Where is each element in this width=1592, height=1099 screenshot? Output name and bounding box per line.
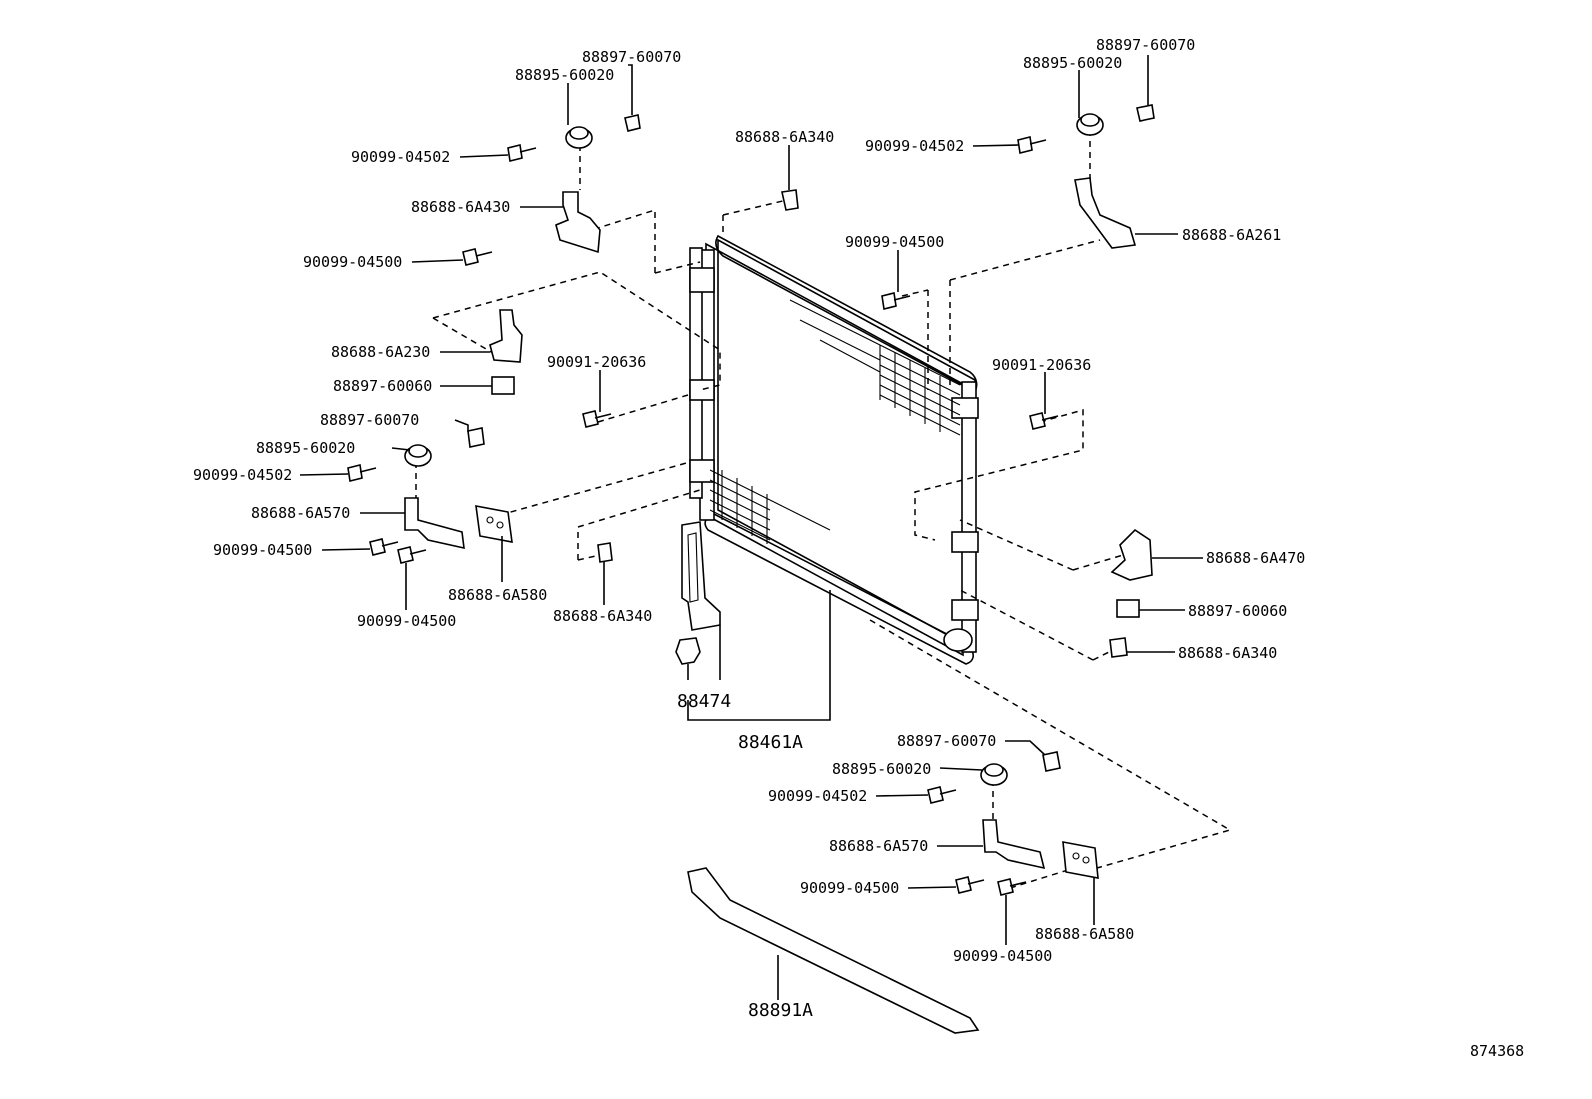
label-88688-6A470[interactable]: 88688-6A470 — [1206, 549, 1305, 567]
bracket-icon — [1110, 528, 1153, 581]
label-90091-20636-r[interactable]: 90091-20636 — [992, 356, 1091, 374]
bolt-icon — [462, 248, 493, 266]
label-88688-6A580-l[interactable]: 88688-6A580 — [448, 586, 547, 604]
part-labels: 88897-60070 88895-60020 90099-04502 8868… — [193, 36, 1524, 1060]
bracket-icon — [982, 819, 1046, 870]
label-88688-6A261[interactable]: 88688-6A261 — [1182, 226, 1281, 244]
label-90099-04502-tr[interactable]: 90099-04502 — [865, 137, 964, 155]
lower-seal-icon — [687, 867, 980, 1034]
label-90099-04502-tl[interactable]: 90099-04502 — [351, 148, 450, 166]
bolt-icon — [955, 876, 985, 894]
label-90099-04502-b[interactable]: 90099-04502 — [768, 787, 867, 805]
condenser-left-receiver — [689, 247, 703, 499]
label-88891A[interactable]: 88891A — [748, 1000, 813, 1021]
clip-icon — [467, 427, 485, 448]
bolt-icon — [397, 546, 427, 564]
condenser-right-lug-top — [951, 397, 979, 419]
bolt-icon — [881, 292, 911, 310]
label-88897-60060-r[interactable]: 88897-60060 — [1188, 602, 1287, 620]
label-88688-6A570-l[interactable]: 88688-6A570 — [251, 504, 350, 522]
label-90091-20636-l[interactable]: 90091-20636 — [547, 353, 646, 371]
bolt-icon — [582, 410, 612, 428]
label-90099-04500-ml[interactable]: 90099-04500 — [213, 541, 312, 559]
bolt-icon — [927, 786, 957, 804]
seal-icon — [675, 521, 721, 665]
label-88897-60070-tr[interactable]: 88897-60070 — [1096, 36, 1195, 54]
bracket-icon — [555, 191, 601, 254]
bolt-icon — [1029, 412, 1059, 430]
label-88897-60070-ml[interactable]: 88897-60070 — [320, 411, 419, 429]
label-90099-04500-b[interactable]: 90099-04500 — [800, 879, 899, 897]
cushion-icon — [565, 126, 593, 149]
label-88688-6A580-b[interactable]: 88688-6A580 — [1035, 925, 1134, 943]
condenser-left-lug-top — [689, 267, 715, 293]
clip-icon — [624, 114, 641, 132]
bolt-icon — [369, 538, 399, 556]
label-88688-6A430[interactable]: 88688-6A430 — [411, 198, 510, 216]
assembly-guide-lines — [415, 130, 1232, 889]
label-88895-60020-tl[interactable]: 88895-60020 — [515, 66, 614, 84]
bracket-icon — [489, 309, 523, 363]
clip-icon — [1136, 104, 1155, 122]
stopper-icon — [1116, 599, 1140, 618]
label-88897-60070-tl[interactable]: 88897-60070 — [582, 48, 681, 66]
clip-icon — [1042, 751, 1061, 772]
bolt-icon — [507, 144, 537, 162]
condenser-assembly — [689, 234, 979, 665]
cushion-icon — [980, 763, 1008, 786]
condenser-left-lug-mid — [689, 379, 715, 401]
label-88688-6A340-top[interactable]: 88688-6A340 — [735, 128, 834, 146]
bracket-icon — [1074, 177, 1137, 249]
condenser-right-lug-mid — [951, 531, 979, 553]
label-90099-04500-b2[interactable]: 90099-04500 — [953, 947, 1052, 965]
label-90099-04500-mid[interactable]: 90099-04500 — [845, 233, 944, 251]
plate-icon — [475, 505, 513, 543]
condenser-left-lug-low — [689, 459, 715, 483]
diagram-id: 874368 — [1470, 1042, 1524, 1060]
label-88897-60070-b[interactable]: 88897-60070 — [897, 732, 996, 750]
condenser-bottom-boss — [943, 628, 973, 652]
label-90099-04502-ml[interactable]: 90099-04502 — [193, 466, 292, 484]
cushion-icon — [1076, 113, 1104, 136]
condenser-right-tank — [961, 381, 977, 653]
label-88895-60020-tr[interactable]: 88895-60020 — [1023, 54, 1122, 72]
label-88688-6A340-l[interactable]: 88688-6A340 — [553, 607, 652, 625]
leader-lines — [299, 55, 1203, 1000]
stopper-icon — [491, 376, 515, 395]
condenser-core-front — [705, 242, 964, 657]
label-88688-6A340-r[interactable]: 88688-6A340 — [1178, 644, 1277, 662]
label-88688-6A570-b[interactable]: 88688-6A570 — [829, 837, 928, 855]
bolt-icon — [347, 464, 377, 482]
label-90099-04500-ml2[interactable]: 90099-04500 — [357, 612, 456, 630]
label-90099-04500-tl[interactable]: 90099-04500 — [303, 253, 402, 271]
condenser-fins-lower — [709, 469, 831, 544]
cushion-icon — [404, 444, 432, 467]
nut-clip-icon — [597, 542, 613, 563]
label-88461A[interactable]: 88461A — [738, 732, 803, 753]
condenser-right-lug-low — [951, 599, 979, 621]
label-88474[interactable]: 88474 — [677, 691, 731, 712]
bolt-icon — [1017, 136, 1047, 154]
nut-clip-icon — [781, 189, 799, 211]
label-88895-60020-b[interactable]: 88895-60020 — [832, 760, 931, 778]
label-88895-60020-ml[interactable]: 88895-60020 — [256, 439, 355, 457]
nut-clip-icon — [1109, 637, 1128, 658]
bolt-icon — [997, 878, 1027, 896]
plate-icon — [1062, 841, 1099, 879]
label-88897-60060-l[interactable]: 88897-60060 — [333, 377, 432, 395]
bracket-icon — [404, 497, 465, 550]
condenser-core — [717, 238, 976, 652]
condenser-fins-upper — [789, 299, 961, 436]
label-88688-6A230[interactable]: 88688-6A230 — [331, 343, 430, 361]
